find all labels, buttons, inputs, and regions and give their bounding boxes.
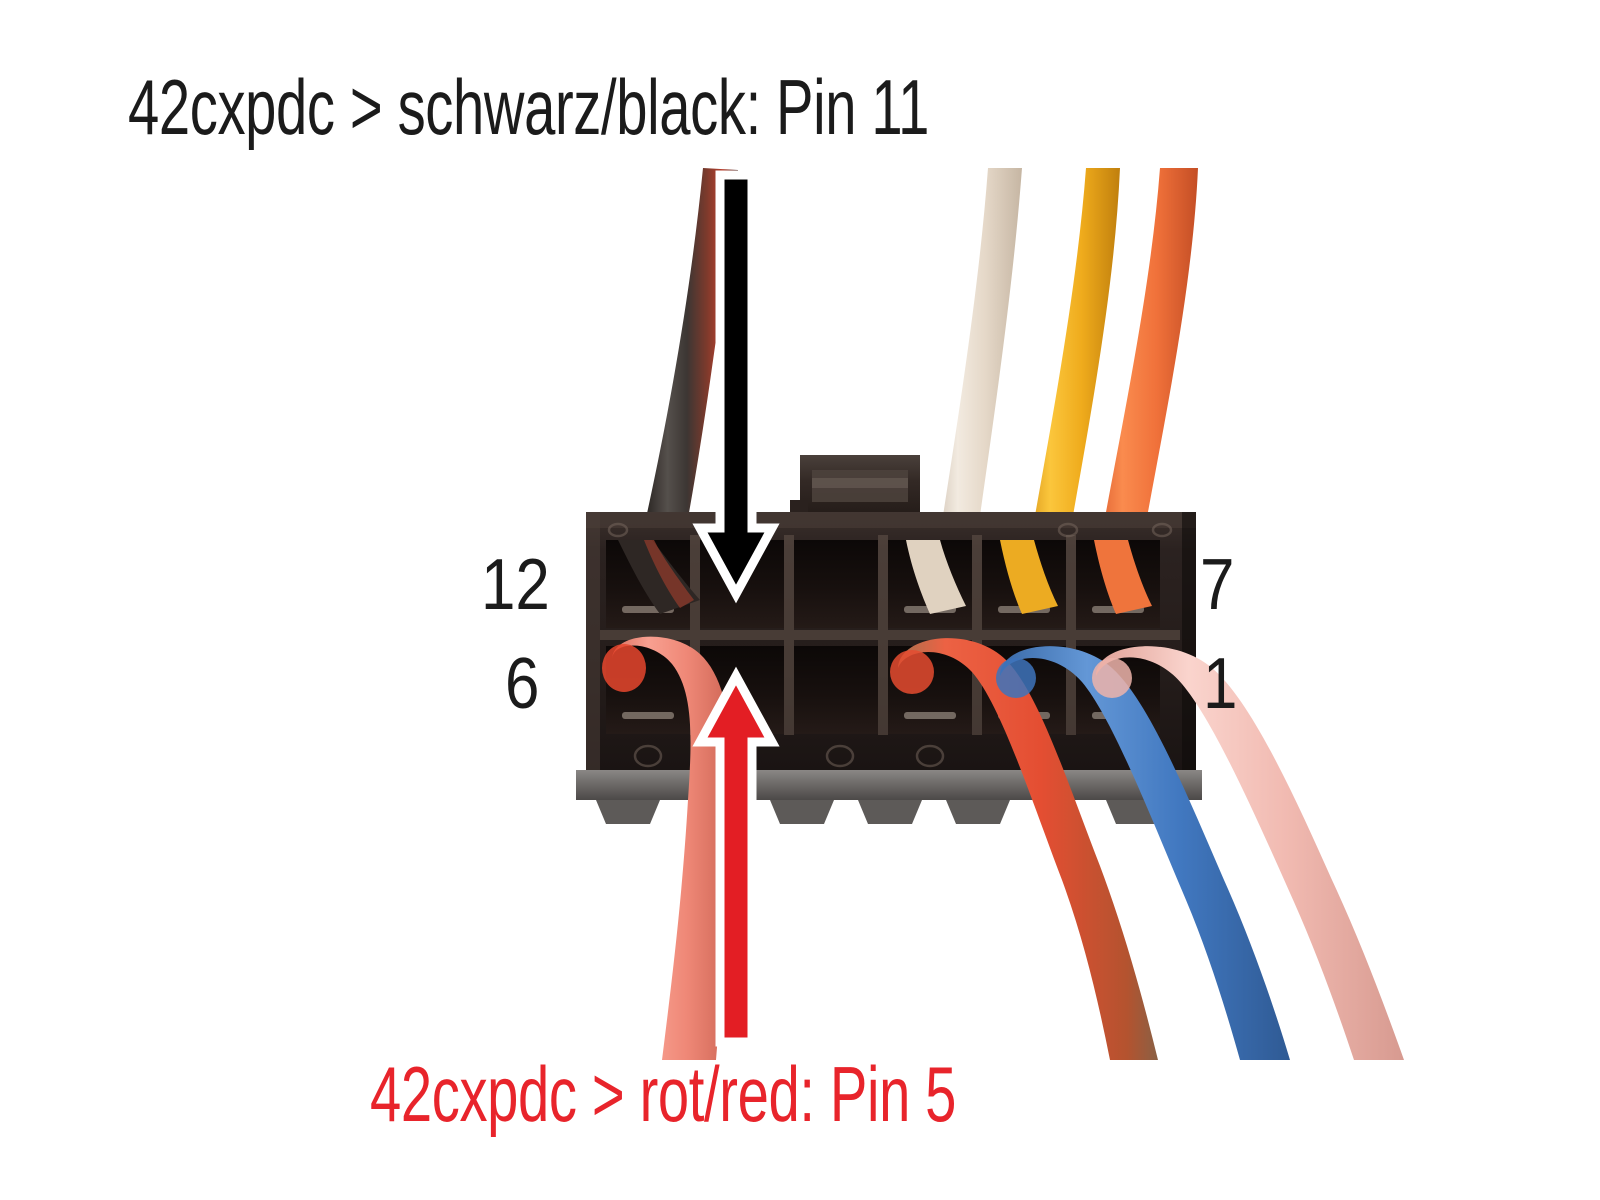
top-annotation-label: 42cxpdc > schwarz/black: Pin 11: [128, 63, 929, 151]
top-row-wire-stubs: [618, 540, 1152, 614]
pin-label-top-right: 7: [1200, 545, 1235, 625]
bottom-wire-contacts: [602, 644, 1132, 698]
pin-label-top-left: 12: [481, 545, 550, 625]
pin-label-bottom-right: 1: [1203, 644, 1238, 724]
pin-label-bottom-left: 6: [505, 644, 540, 724]
bottom-annotation-label: 42cxpdc > rot/red: Pin 5: [370, 1050, 957, 1138]
